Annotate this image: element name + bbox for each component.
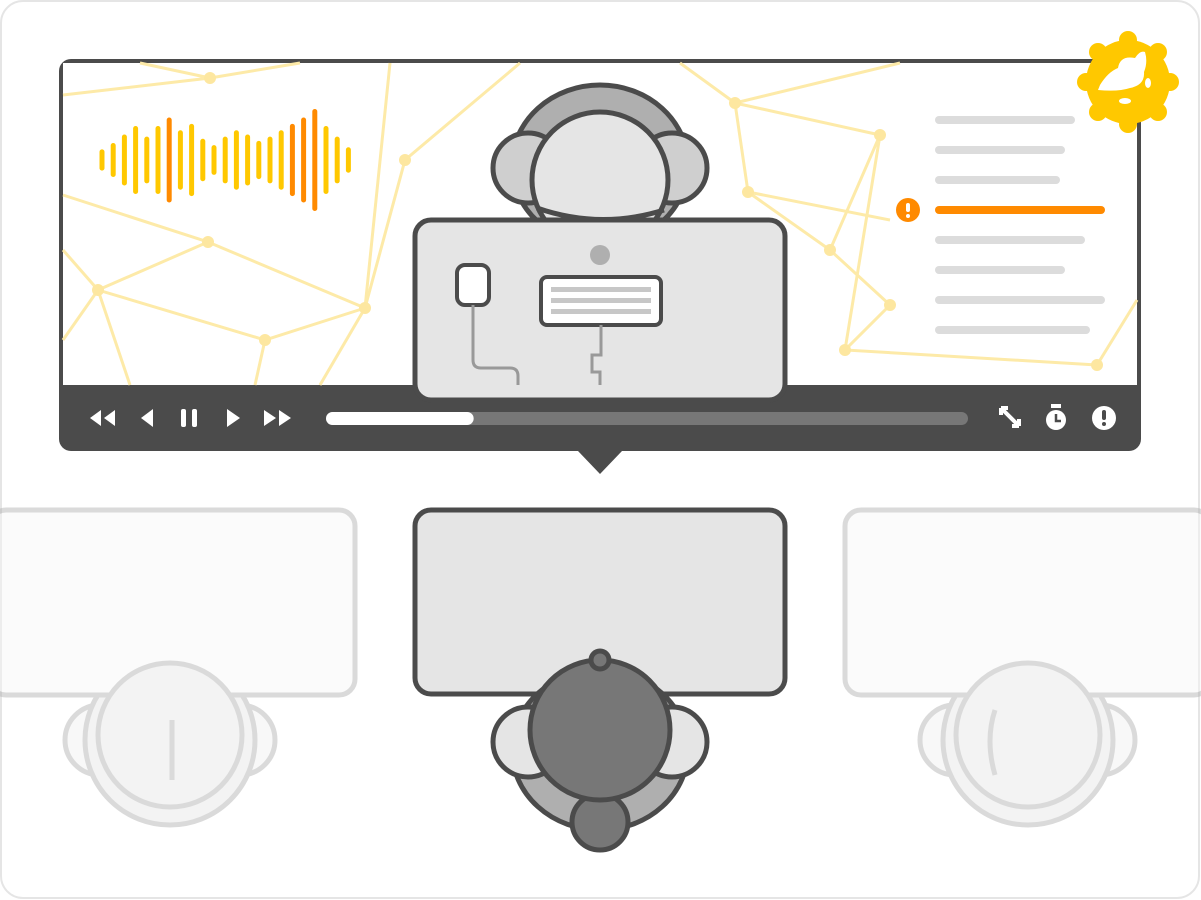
waveform-bar — [200, 138, 206, 182]
waveform-bar — [121, 134, 127, 186]
highlighted-line — [935, 206, 1105, 214]
pointer-arrow — [578, 451, 622, 474]
waveform-bar — [312, 109, 318, 211]
control-bar — [90, 404, 1116, 430]
waveform-bar — [334, 136, 340, 184]
keyboard-keys — [551, 287, 651, 314]
transcript-line — [935, 326, 1090, 334]
waveform-bar — [144, 136, 150, 184]
audio-waveform — [99, 109, 351, 211]
progress-fill[interactable] — [326, 412, 474, 425]
waveform-bar — [222, 136, 228, 184]
waveform-bar — [133, 126, 139, 194]
alert-button[interactable] — [1092, 406, 1116, 430]
transcript-line — [935, 266, 1065, 274]
transcript-line — [935, 296, 1105, 304]
waveform-bar — [177, 130, 183, 190]
waveform-bar — [301, 117, 307, 203]
progress-track[interactable] — [326, 412, 968, 425]
transcript-line — [935, 116, 1075, 124]
expand-icon — [999, 406, 1021, 428]
right-desk — [842, 507, 1201, 828]
bird-seal-icon — [1077, 31, 1179, 133]
waveform-bar — [166, 117, 172, 203]
rewind-button[interactable] — [90, 410, 115, 426]
waveform-bar — [110, 143, 116, 177]
alert-icon — [896, 198, 920, 222]
waveform-bar — [155, 126, 161, 194]
waveform-bar — [245, 134, 251, 186]
waveform-bar — [211, 145, 217, 175]
video-screen — [59, 59, 1141, 474]
transcript-line — [935, 236, 1085, 244]
waveform-bar — [278, 130, 284, 190]
mouse-icon — [455, 263, 491, 307]
pause-button[interactable] — [181, 409, 197, 427]
learner-desk — [412, 507, 788, 853]
transcript-line — [935, 146, 1065, 154]
stopwatch-button[interactable] — [1046, 404, 1066, 430]
waveform-bar — [233, 130, 239, 190]
network-nodes — [92, 72, 1103, 371]
previous-button[interactable] — [141, 409, 153, 427]
transcript-line — [935, 176, 1060, 184]
expand-button[interactable] — [999, 406, 1021, 428]
waveform-bar — [345, 147, 351, 173]
fast-forward-button[interactable] — [264, 410, 291, 426]
waveform-bar — [189, 123, 195, 197]
play-button[interactable] — [227, 409, 240, 427]
rewind-icon — [90, 410, 115, 426]
waveform-bar — [256, 140, 262, 180]
waveform-bar — [99, 149, 105, 171]
transcript-lines — [896, 116, 1105, 334]
waveform-bar — [323, 126, 329, 194]
waveform-bar — [267, 136, 273, 184]
left-desk — [0, 507, 358, 828]
waveform-bar — [289, 123, 295, 197]
